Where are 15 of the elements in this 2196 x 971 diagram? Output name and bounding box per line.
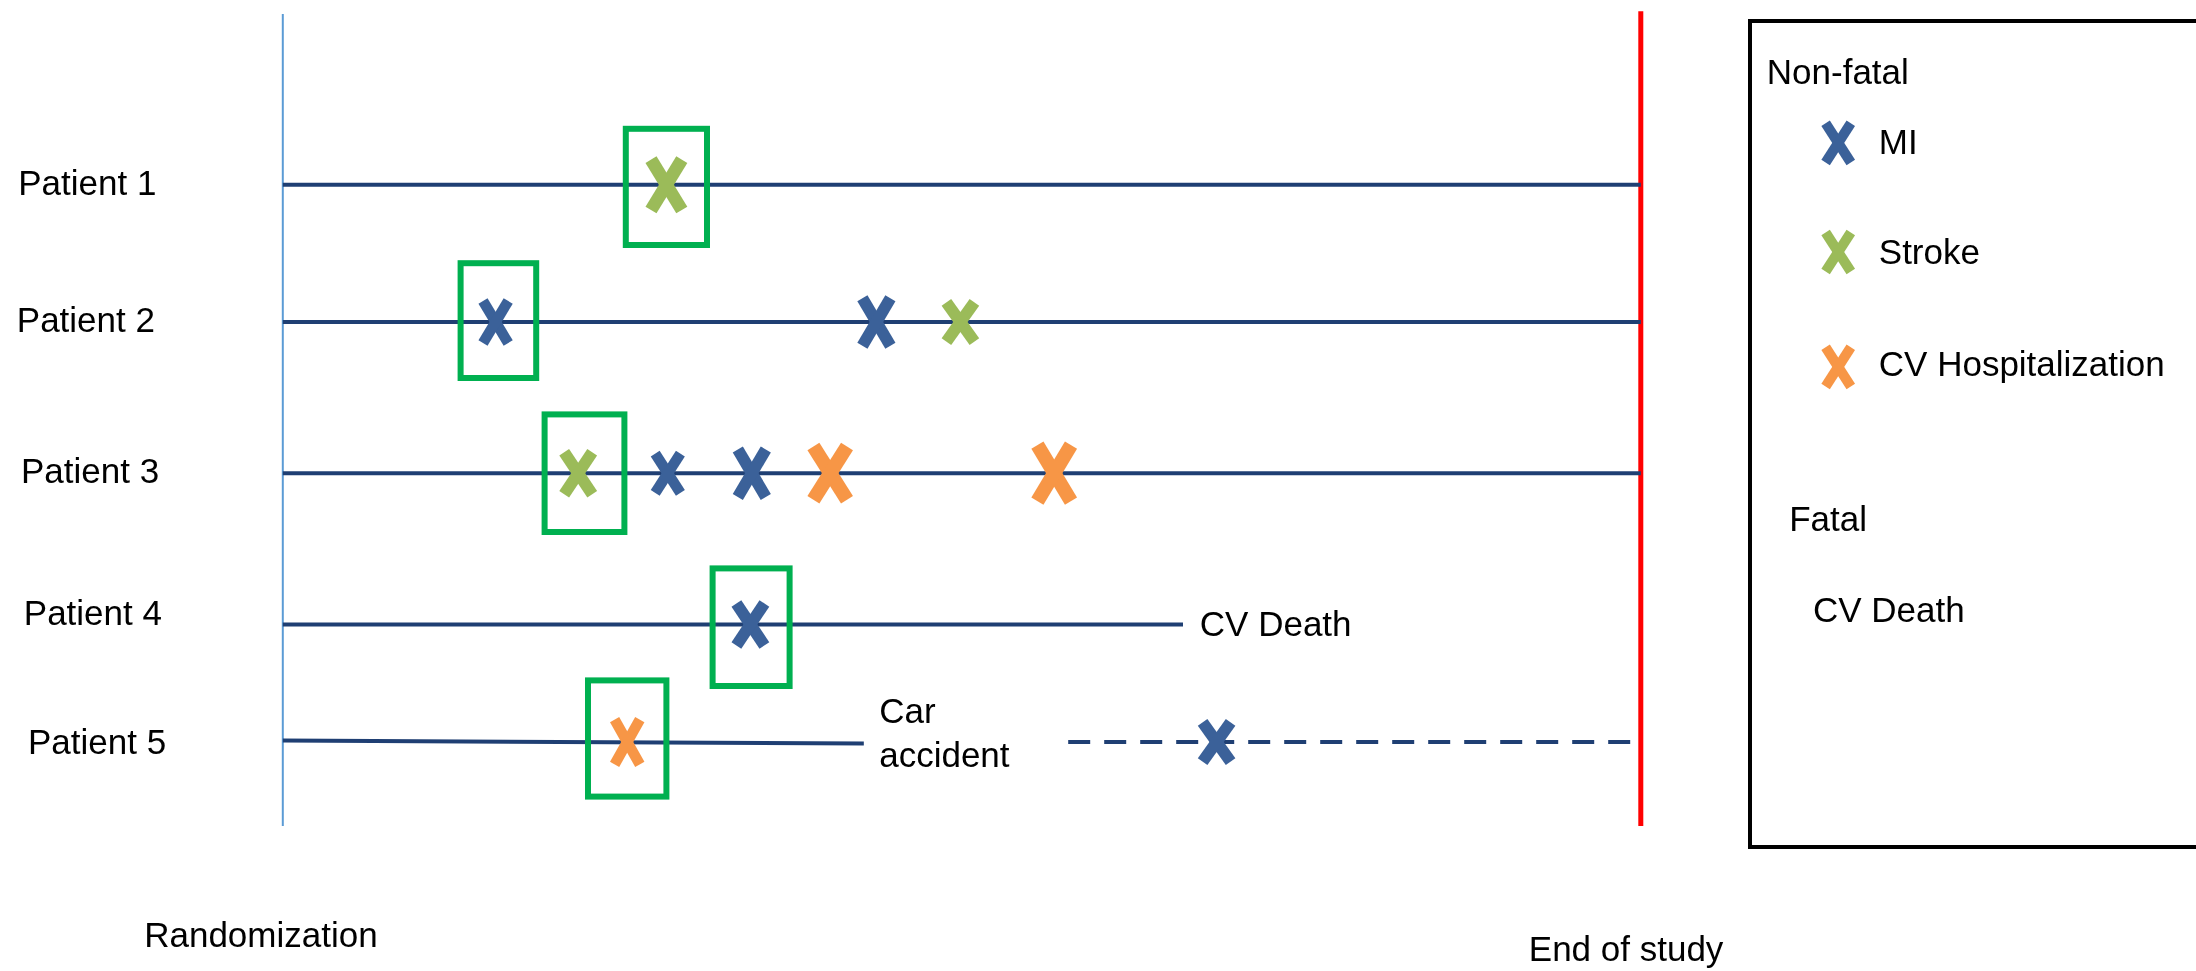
legend-text: MI xyxy=(1878,121,1919,164)
outcome-label: CV Death xyxy=(1199,603,1352,645)
axis-label: Randomization xyxy=(144,913,378,956)
patient-label: Patient 1 xyxy=(18,162,157,204)
axis-label: End of study xyxy=(1528,927,1724,970)
outcome-label: Car accident xyxy=(879,689,1011,776)
patient-label: Patient 2 xyxy=(16,299,155,342)
legend-text: CV Hospitalization xyxy=(1878,342,2166,385)
legend-heading: Non-fatal xyxy=(1766,51,1909,94)
legend-text: CV Death xyxy=(1813,589,1965,631)
patient-label: Patient 4 xyxy=(23,591,162,634)
patient-label: Patient 3 xyxy=(21,450,160,493)
legend-text: Stroke xyxy=(1878,230,1981,273)
legend-heading: Fatal xyxy=(1789,498,1867,540)
patient-label: Patient 5 xyxy=(28,720,167,763)
